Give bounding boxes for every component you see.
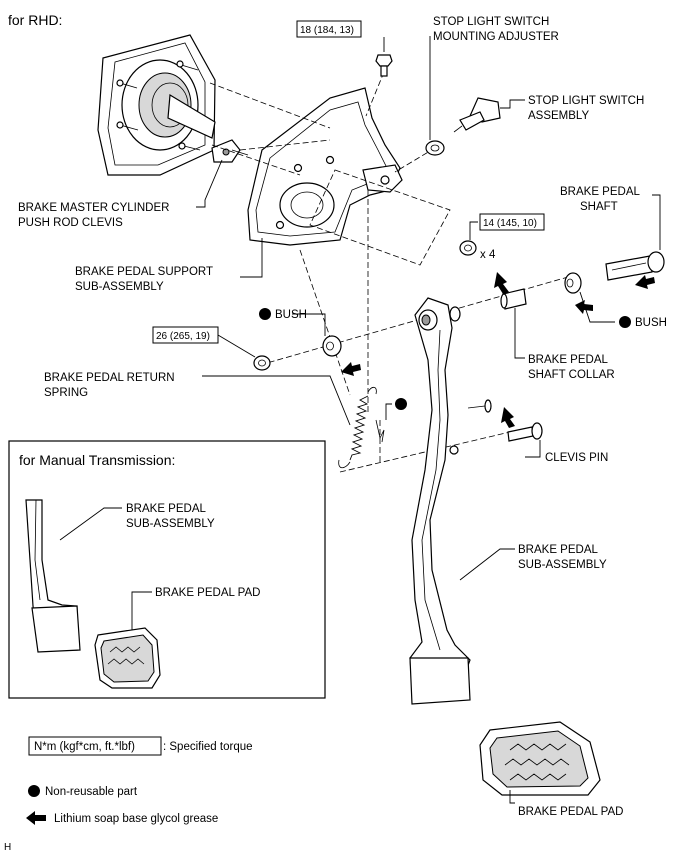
label-stop-light-adjuster-1: STOP LIGHT SWITCH [433, 16, 549, 28]
shaft-collar-illustration [500, 288, 527, 310]
brake-pedal-illustration [409, 297, 492, 705]
non-reusable-dot-bush-left [259, 308, 271, 320]
torque-box-2 [479, 213, 545, 231]
legend-non-reusable-text: Non-reusable part [45, 786, 138, 798]
pedal-pad-illustration [479, 721, 601, 796]
stop-light-adjuster-illustration [425, 140, 445, 156]
push-rod-clevis-illustration [211, 139, 249, 163]
grease-arrow-marks [341, 272, 655, 428]
inset-pedal-illustration [25, 499, 81, 653]
label-stop-light-switch-2: ASSEMBLY [528, 110, 589, 122]
legend-non-reusable-dot [28, 785, 40, 797]
label-brake-pedal-shaft-1: BRAKE PEDAL [560, 186, 640, 198]
nut-quantity: x 4 [480, 249, 496, 261]
rhd-header: for RHD: [8, 12, 62, 28]
non-reusable-dot-clip [395, 398, 407, 410]
label-pedal-pad: BRAKE PEDAL PAD [518, 806, 623, 818]
inset-label-pedal-sub-1: BRAKE PEDAL [126, 503, 206, 515]
label-shaft-collar-1: BRAKE PEDAL [528, 354, 608, 366]
legend-grease-text: Lithium soap base glycol grease [54, 813, 218, 825]
label-master-cyl-clevis-2: PUSH ROD CLEVIS [18, 217, 123, 229]
footer-mark: H [4, 842, 11, 853]
label-return-spring-1: BRAKE PEDAL RETURN [44, 372, 175, 384]
torque-value-2: 14 (145, 10) [483, 218, 537, 229]
brake-pedal-shaft-illustration [605, 251, 665, 281]
bush-right-illustration [564, 272, 582, 294]
leader-lines [196, 36, 661, 804]
label-shaft-collar-2: SHAFT COLLAR [528, 369, 615, 381]
stop-light-switch-illustration [453, 97, 501, 133]
label-bush-left: BUSH [275, 309, 307, 321]
label-support-sub-1: BRAKE PEDAL SUPPORT [75, 266, 213, 278]
clevis-pin-illustration [507, 422, 543, 442]
legend-torque-units: N*m (kgf*cm, ft.*lbf) [34, 741, 135, 753]
label-stop-light-switch-1: STOP LIGHT SWITCH [528, 95, 644, 107]
label-pedal-sub-2: SUB-ASSEMBLY [518, 559, 607, 571]
label-bush-right: BUSH [635, 317, 667, 329]
label-support-sub-2: SUB-ASSEMBLY [75, 281, 164, 293]
inset-leader-pad [131, 591, 152, 630]
inset-label-pedal-sub-2: SUB-ASSEMBLY [126, 518, 215, 530]
torque-value-1: 18 (184, 13) [300, 25, 354, 36]
assembly-guide-lines [209, 71, 576, 473]
label-pedal-sub-1: BRAKE PEDAL [518, 544, 598, 556]
torque-box-1 [296, 20, 362, 38]
pedal-support-illustration [247, 87, 403, 246]
nut-left-illustration [253, 355, 271, 371]
inset-label-pedal-pad: BRAKE PEDAL PAD [155, 587, 260, 599]
inset-leader-pedal [59, 507, 122, 541]
label-stop-light-adjuster-2: MOUNTING ADJUSTER [433, 31, 559, 43]
legend-grease-arrow [26, 811, 46, 825]
inset-title: for Manual Transmission: [19, 452, 175, 468]
bush-left-illustration [322, 335, 342, 357]
non-reusable-dot-bush-right [619, 316, 631, 328]
nut-x4-illustration [459, 240, 477, 256]
manual-transmission-inset [8, 440, 326, 699]
legend-torque-box [28, 736, 162, 756]
label-clevis-pin: CLEVIS PIN [545, 452, 608, 464]
clip-illustration [375, 419, 385, 443]
top-bolt-illustration [375, 54, 393, 77]
legend-torque-text: : Specified torque [163, 741, 253, 753]
inset-pedal-pad-illustration [94, 627, 161, 689]
return-spring-illustration [338, 386, 377, 469]
label-return-spring-2: SPRING [44, 387, 88, 399]
label-brake-pedal-shaft-2: SHAFT [580, 201, 618, 213]
torque-value-3: 26 (265, 19) [156, 331, 210, 342]
brake-booster-illustration [97, 34, 216, 176]
label-master-cyl-clevis-1: BRAKE MASTER CYLINDER [18, 202, 169, 214]
